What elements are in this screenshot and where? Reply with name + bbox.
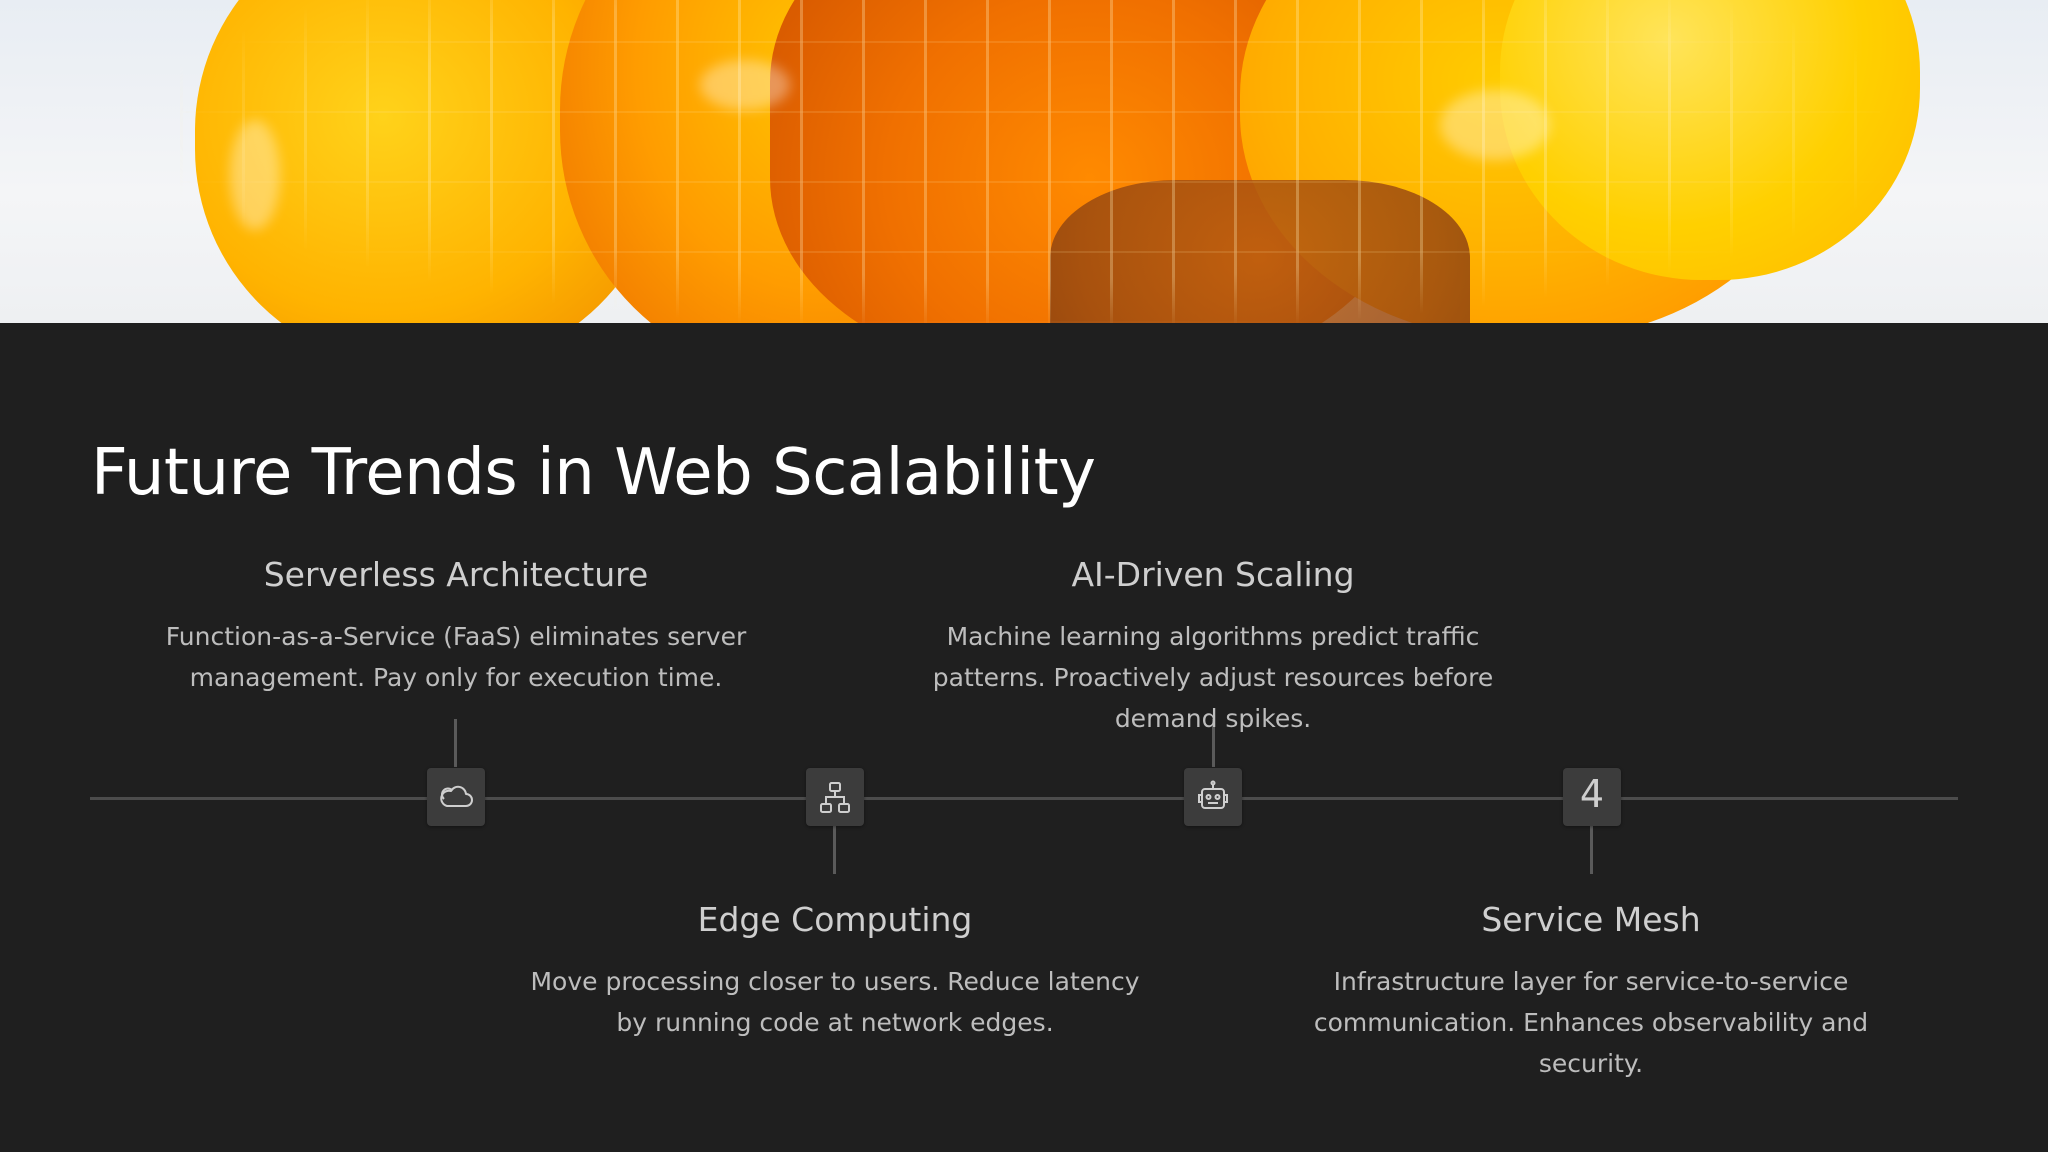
timeline-connector xyxy=(1212,719,1215,767)
trend-title: Serverless Architecture xyxy=(263,555,649,594)
timeline-node-1 xyxy=(427,768,485,826)
timeline-node-4: 4 xyxy=(1563,768,1621,826)
cloud-icon xyxy=(440,785,473,807)
hero-highlight xyxy=(1440,90,1550,160)
timeline-connector xyxy=(833,826,836,874)
hero-shape xyxy=(1500,0,1920,280)
trend-title: Edge Computing xyxy=(697,900,973,939)
hero-image xyxy=(0,0,2048,323)
step-number: 4 xyxy=(1579,772,1605,816)
trend-title: AI-Driven Scaling xyxy=(1071,555,1355,594)
hero-highlight xyxy=(230,120,280,230)
timeline-node-2 xyxy=(806,768,864,826)
hero-structure-lines xyxy=(180,0,1880,323)
timeline-axis xyxy=(90,797,1958,800)
trend-title: Service Mesh xyxy=(1481,900,1701,939)
trend-edge-computing: Edge Computing Move processing closer to… xyxy=(515,900,1155,1043)
timeline-connector xyxy=(454,719,457,767)
trend-description: Function-as-a-Service (FaaS) eliminates … xyxy=(165,622,747,692)
hero-highlight xyxy=(700,60,790,110)
trend-serverless: Serverless Architecture Function-as-a-Se… xyxy=(136,555,776,698)
robot-icon xyxy=(1198,780,1228,809)
trend-description: Infrastructure layer for service-to-serv… xyxy=(1313,967,1869,1078)
trend-ai-scaling: AI-Driven Scaling Machine learning algor… xyxy=(893,555,1533,739)
trend-description: Machine learning algorithms predict traf… xyxy=(932,622,1494,733)
timeline-connector xyxy=(1590,826,1593,874)
page-title: Future Trends in Web Scalability xyxy=(91,436,1096,510)
trend-service-mesh: Service Mesh Infrastructure layer for se… xyxy=(1271,900,1911,1084)
trend-description: Move processing closer to users. Reduce … xyxy=(530,967,1140,1037)
hero-shape xyxy=(1050,180,1470,323)
network-icon xyxy=(820,782,850,813)
timeline-node-3 xyxy=(1184,768,1242,826)
